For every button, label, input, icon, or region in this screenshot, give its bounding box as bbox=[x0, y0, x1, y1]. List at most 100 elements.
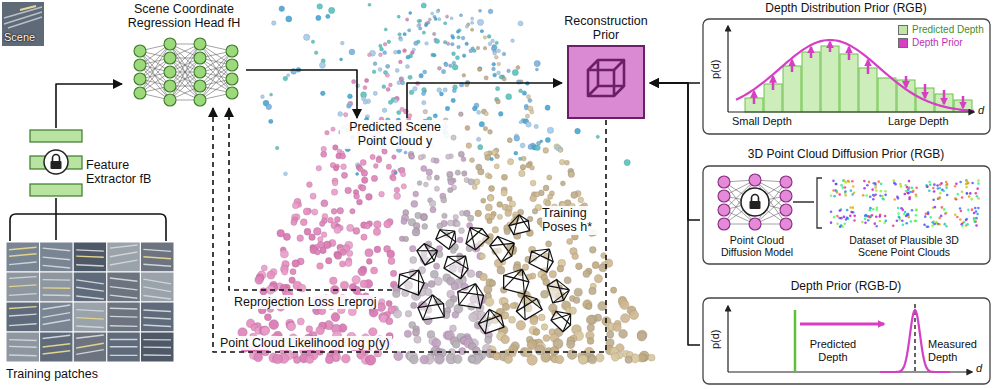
cloud-point bbox=[446, 154, 451, 159]
cloud-point bbox=[548, 194, 553, 199]
cloud-point bbox=[287, 322, 295, 330]
cloud-point bbox=[282, 269, 288, 275]
thumbnail-point bbox=[975, 217, 978, 220]
cloud-point bbox=[379, 44, 382, 47]
cloud-point bbox=[431, 12, 434, 15]
thumbnail-point bbox=[853, 219, 856, 222]
cloud-point bbox=[403, 49, 407, 53]
cloud-point bbox=[345, 260, 352, 267]
adjust-arrow bbox=[753, 91, 756, 104]
cloud-point bbox=[410, 245, 416, 251]
cloud-point bbox=[340, 153, 346, 159]
thumbnail-point bbox=[956, 193, 959, 196]
stair-edge bbox=[76, 350, 104, 355]
stair-edge bbox=[76, 265, 104, 266]
thumbnail-point bbox=[946, 194, 949, 197]
cloud-point bbox=[475, 210, 482, 217]
cloud-point bbox=[519, 89, 523, 93]
cloud-point bbox=[520, 143, 525, 148]
image-patch bbox=[107, 302, 141, 332]
thumbnail-point bbox=[868, 181, 871, 184]
cloud-point bbox=[445, 106, 449, 110]
cloud-point bbox=[261, 95, 265, 99]
cloud-point bbox=[497, 71, 501, 75]
thumbnail-point bbox=[872, 198, 875, 201]
camera-frustum bbox=[478, 309, 504, 333]
network-neuron bbox=[749, 218, 761, 230]
cloud-point bbox=[371, 175, 377, 181]
image-patch bbox=[73, 332, 107, 362]
cloud-point bbox=[284, 172, 288, 176]
cloud-point bbox=[452, 61, 456, 65]
cloud-point bbox=[545, 137, 550, 142]
thumbnail-point bbox=[943, 208, 946, 211]
thumbnail-point bbox=[925, 184, 928, 187]
node-label: Predicted Scene Point Cloud y bbox=[340, 120, 450, 149]
cloud-point bbox=[497, 266, 505, 274]
cloud-point bbox=[583, 300, 592, 309]
cloud-point bbox=[401, 81, 405, 85]
cloud-point bbox=[420, 213, 427, 220]
cloud-point bbox=[331, 313, 340, 322]
thumbnail-point bbox=[879, 190, 882, 193]
network-neuron bbox=[134, 73, 146, 85]
panel-frame bbox=[703, 298, 990, 384]
cloud-point bbox=[543, 335, 550, 342]
histogram-bars bbox=[745, 46, 972, 112]
thumbnail-point bbox=[843, 179, 846, 182]
cloud-point bbox=[514, 151, 518, 155]
lock-shackle bbox=[752, 195, 759, 202]
point-cloud-thumbnails bbox=[830, 179, 980, 228]
stair-edge bbox=[110, 260, 138, 265]
thumbnail-point bbox=[934, 206, 937, 209]
thumbnail-point bbox=[864, 221, 867, 224]
layer-bar bbox=[30, 184, 82, 196]
cloud-point bbox=[534, 124, 538, 128]
thumbnail-point bbox=[872, 208, 875, 211]
network-neuron bbox=[134, 45, 146, 57]
cloud-point bbox=[330, 277, 338, 285]
cloud-point bbox=[519, 121, 522, 124]
thumbnail-point bbox=[909, 191, 912, 194]
cloud-point bbox=[485, 204, 492, 211]
cloud-point bbox=[471, 28, 474, 31]
cloud-point bbox=[261, 327, 269, 335]
layer-bar bbox=[30, 130, 82, 142]
cloud-point bbox=[369, 328, 377, 336]
camera-rays bbox=[478, 309, 504, 333]
cloud-point bbox=[340, 41, 344, 45]
thumbnail-point bbox=[835, 183, 838, 186]
cloud-point bbox=[428, 18, 431, 21]
cloud-point bbox=[397, 111, 401, 115]
cloud-point bbox=[558, 148, 562, 152]
thumbnail-point bbox=[852, 206, 855, 209]
cloud-point bbox=[294, 356, 301, 363]
thumbnail-point bbox=[976, 195, 979, 198]
cloud-point bbox=[596, 135, 599, 138]
thumbnail-point bbox=[907, 213, 910, 216]
cloud-point bbox=[522, 91, 526, 95]
thumbnail-point bbox=[879, 220, 882, 223]
cloud-point bbox=[472, 185, 477, 190]
cloud-point bbox=[397, 15, 400, 18]
cloud-point bbox=[388, 257, 395, 264]
stair-edge bbox=[143, 279, 171, 284]
cloud-point bbox=[472, 106, 477, 111]
thumbnail-point bbox=[945, 212, 948, 215]
cloud-point bbox=[380, 47, 384, 51]
network-neuron bbox=[164, 38, 176, 50]
adjust-arrow bbox=[772, 76, 775, 90]
thumbnail-point bbox=[869, 215, 872, 218]
camera-rays bbox=[516, 295, 542, 320]
cloud-point bbox=[545, 105, 550, 110]
thumbnail-point bbox=[933, 223, 936, 226]
thumbnail-point bbox=[865, 214, 868, 217]
image-patch bbox=[107, 272, 141, 302]
cloud-point bbox=[361, 170, 367, 176]
cloud-point bbox=[560, 181, 565, 186]
cloud-point bbox=[462, 74, 466, 78]
cloud-point bbox=[421, 165, 427, 171]
thumbnail-point bbox=[905, 215, 908, 218]
thumbnail-point bbox=[937, 187, 940, 190]
adjust-arrows bbox=[754, 42, 963, 108]
